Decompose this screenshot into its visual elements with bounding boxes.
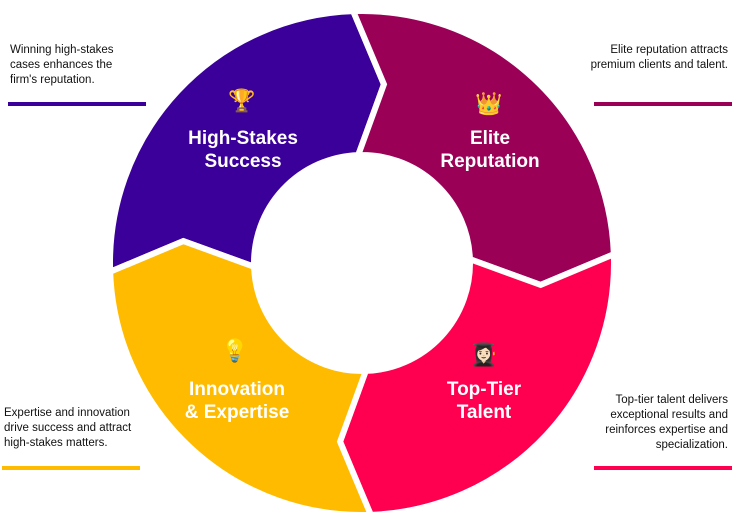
- note-high-stakes-success: Winning high-stakes cases enhances the f…: [10, 44, 114, 86]
- accent-bar-purple: [8, 102, 146, 106]
- segment-label-innovation-expertise: Innovation& Expertise: [137, 378, 337, 424]
- note-top-tier-talent: Top-tier talent delivers exceptional res…: [605, 394, 728, 451]
- label-line: Talent: [456, 402, 512, 423]
- lightbulb-icon: 💡: [221, 338, 249, 363]
- center-hole: [254, 155, 470, 371]
- label-line: Top-Tier: [446, 379, 522, 400]
- label-line: Elite: [469, 128, 511, 149]
- label-line: Reputation: [440, 151, 540, 172]
- note-elite-reputation: Elite reputation attracts premium client…: [590, 44, 728, 71]
- label-line: Innovation: [188, 379, 286, 400]
- accent-bar-pink: [594, 466, 732, 470]
- label-line: & Expertise: [184, 402, 290, 423]
- accent-bar-yellow: [2, 466, 140, 470]
- graduate-icon: 👩🏻‍🎓: [470, 342, 498, 367]
- label-line: Success: [204, 151, 282, 172]
- trophy-icon: 🏆: [228, 88, 256, 113]
- note-innovation-expertise: Expertise and innovation drive success a…: [4, 407, 132, 449]
- label-line: High-Stakes: [188, 128, 298, 149]
- crown-icon: 👑: [475, 91, 503, 116]
- accent-bar-magenta: [594, 102, 732, 106]
